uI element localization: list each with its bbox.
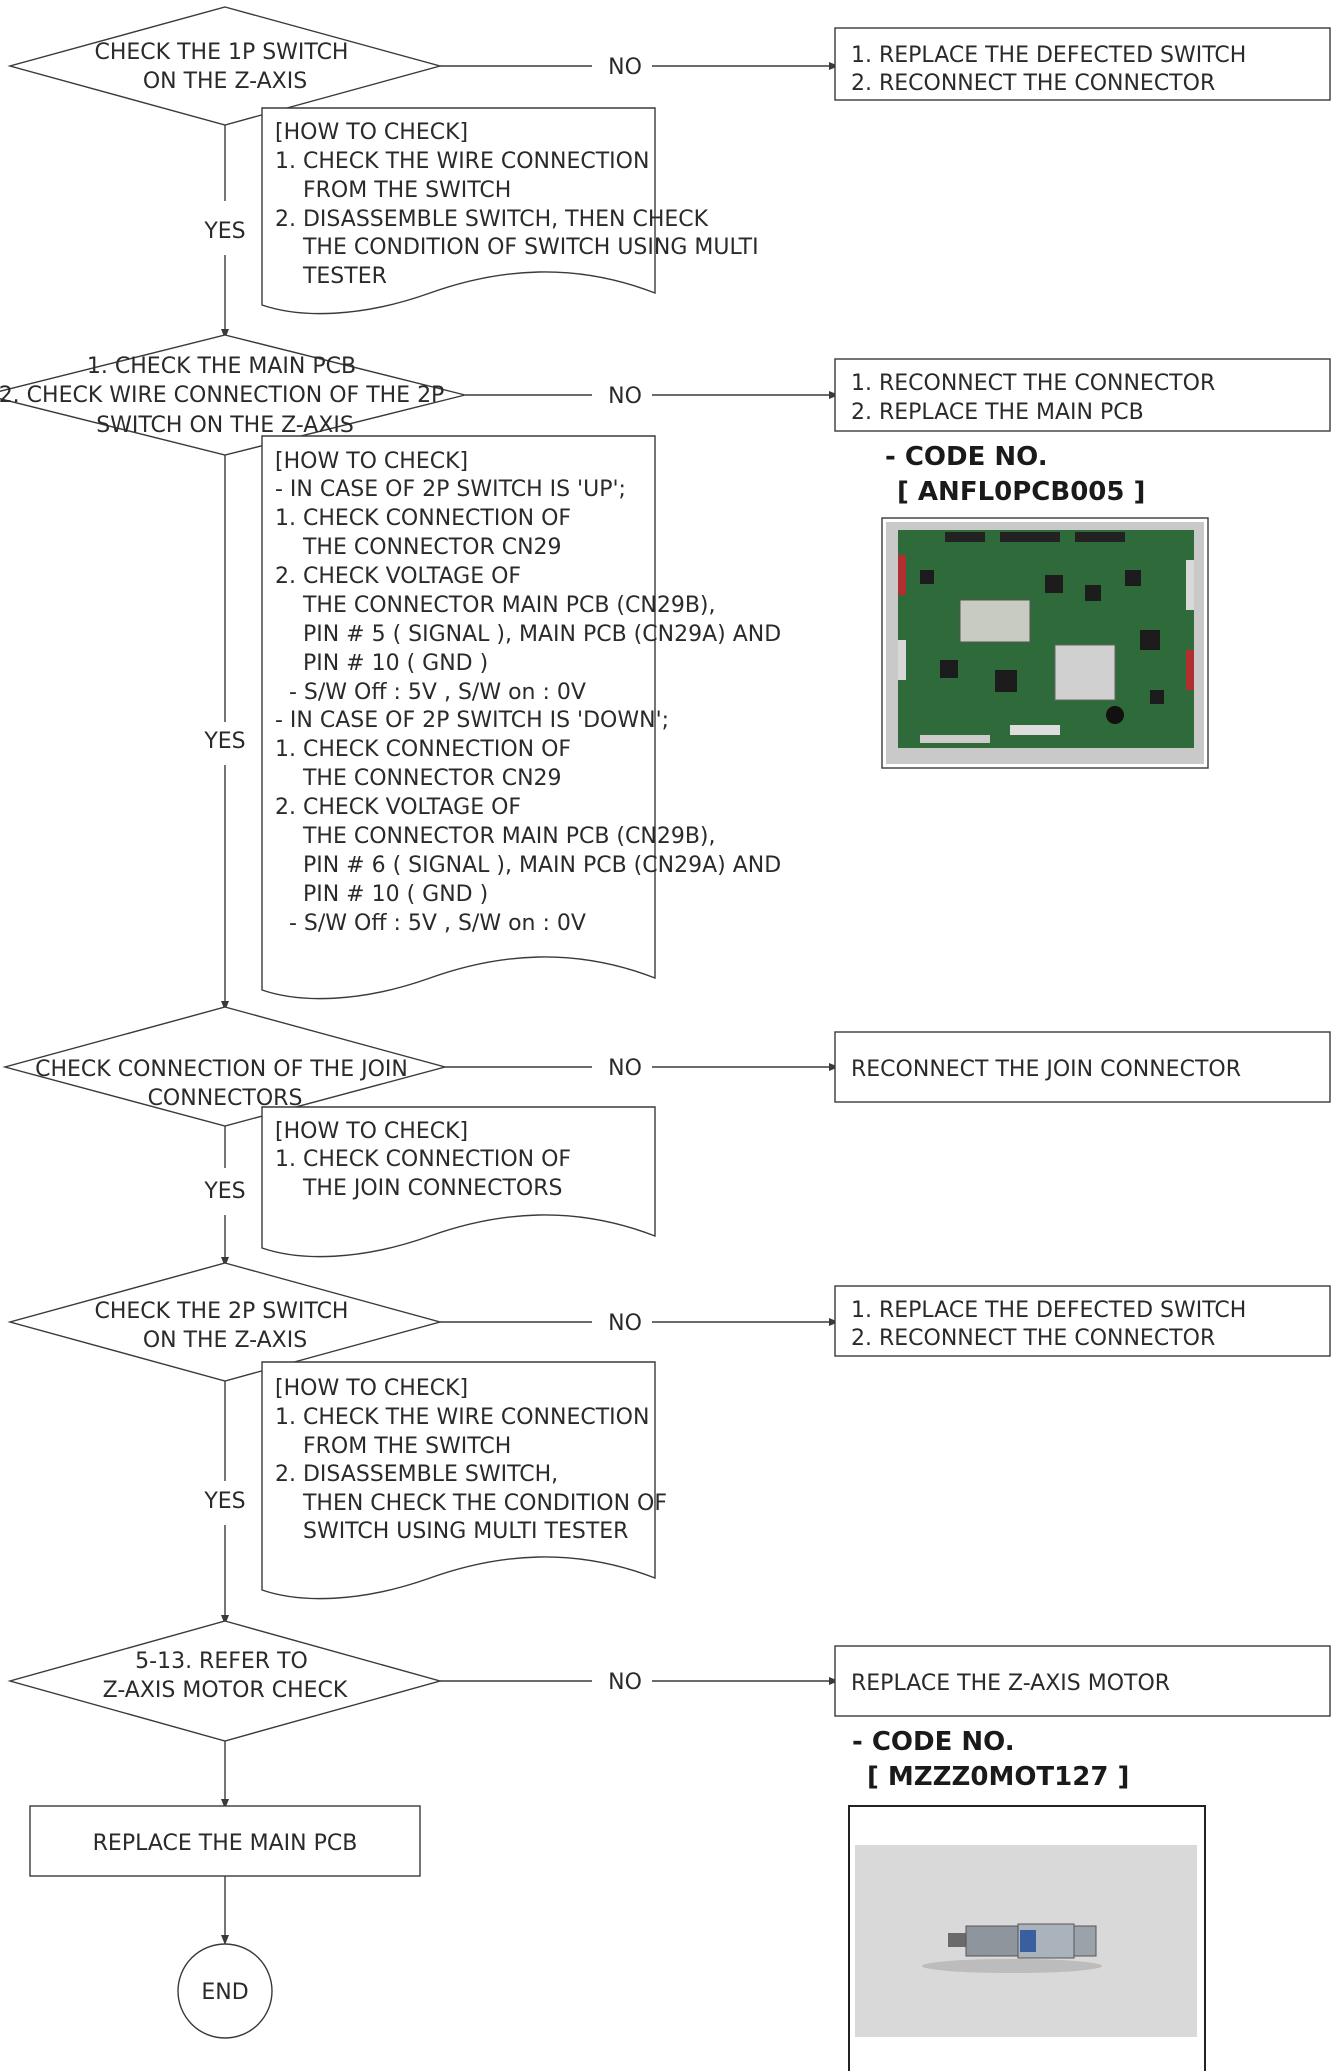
- action-box-replace-main-pcb: [834, 358, 1331, 432]
- action-box-reconnect-join: [834, 1031, 1331, 1103]
- yes-label: YES: [203, 1179, 245, 1204]
- note-2p-switch-how-to-check-text: [HOW TO CHECK] 1. CHECK THE WIRE CONNECT…: [275, 1376, 674, 1544]
- no-label: NO: [608, 384, 642, 409]
- pcb-code-number: [ ANFL0PCB005 ]: [897, 477, 1145, 507]
- note-2p-switch-how-to-check: [261, 1361, 656, 1600]
- motor-code-number: [ MZZZ0MOT127 ]: [867, 1762, 1129, 1792]
- no-label: NO: [608, 55, 642, 80]
- no-label: NO: [608, 1670, 642, 1695]
- final-box-replace-main-pcb: [29, 1805, 421, 1877]
- main-pcb-photo: [881, 517, 1209, 769]
- action-box-replace-motor-text: REPLACE THE Z-AXIS MOTOR: [851, 1671, 1170, 1696]
- decision-1p-switch-text: CHECK THE 1P SWITCH ON THE Z-AXIS: [95, 40, 356, 94]
- action-box-replace-switch-2-text: 1. REPLACE THE DEFECTED SWITCH 2. RECONN…: [851, 1298, 1253, 1351]
- yes-label: YES: [203, 1489, 245, 1514]
- end-terminal: [177, 1943, 273, 2039]
- action-box-replace-switch-2: [834, 1285, 1331, 1357]
- yes-label: YES: [203, 219, 245, 244]
- no-label: NO: [608, 1311, 642, 1336]
- decision-2p-switch-text: CHECK THE 2P SWITCH ON THE Z-AXIS: [95, 1299, 356, 1353]
- note-2p-how-to-check: [261, 435, 656, 1000]
- note-1p-how-to-check-text: [HOW TO CHECK] 1. CHECK THE WIRE CONNECT…: [275, 120, 766, 289]
- no-label: NO: [608, 1056, 642, 1081]
- pcb-code-label: - CODE NO.: [885, 442, 1048, 472]
- note-2p-how-to-check-text: [HOW TO CHECK] - IN CASE OF 2P SWITCH IS…: [275, 449, 788, 936]
- final-box-text: REPLACE THE MAIN PCB: [93, 1831, 358, 1856]
- action-box-replace-switch-1: [834, 27, 1331, 101]
- yes-label: YES: [203, 729, 245, 754]
- action-box-replace-main-pcb-text: 1. RECONNECT THE CONNECTOR 2. REPLACE TH…: [851, 371, 1222, 425]
- action-box-replace-switch-1-text: 1. REPLACE THE DEFECTED SWITCH 2. RECONN…: [851, 43, 1253, 96]
- motor-code-label: - CODE NO.: [852, 1727, 1015, 1757]
- action-box-replace-motor: [834, 1645, 1331, 1717]
- decision-main-pcb-text: 1. CHECK THE MAIN PCB 2. CHECK WIRE CONN…: [0, 354, 451, 438]
- note-join-how-to-check-text: [HOW TO CHECK] 1. CHECK CONNECTION OF TH…: [275, 1119, 578, 1201]
- note-join-how-to-check: [261, 1106, 656, 1258]
- note-1p-how-to-check: [261, 107, 656, 315]
- end-terminal-text: END: [201, 1980, 248, 2005]
- decision-motor-check-text: 5-13. REFER TO Z-AXIS MOTOR CHECK: [103, 1649, 348, 1703]
- action-box-reconnect-join-text: RECONNECT THE JOIN CONNECTOR: [851, 1057, 1241, 1082]
- z-axis-motor-photo: [848, 1805, 1206, 2071]
